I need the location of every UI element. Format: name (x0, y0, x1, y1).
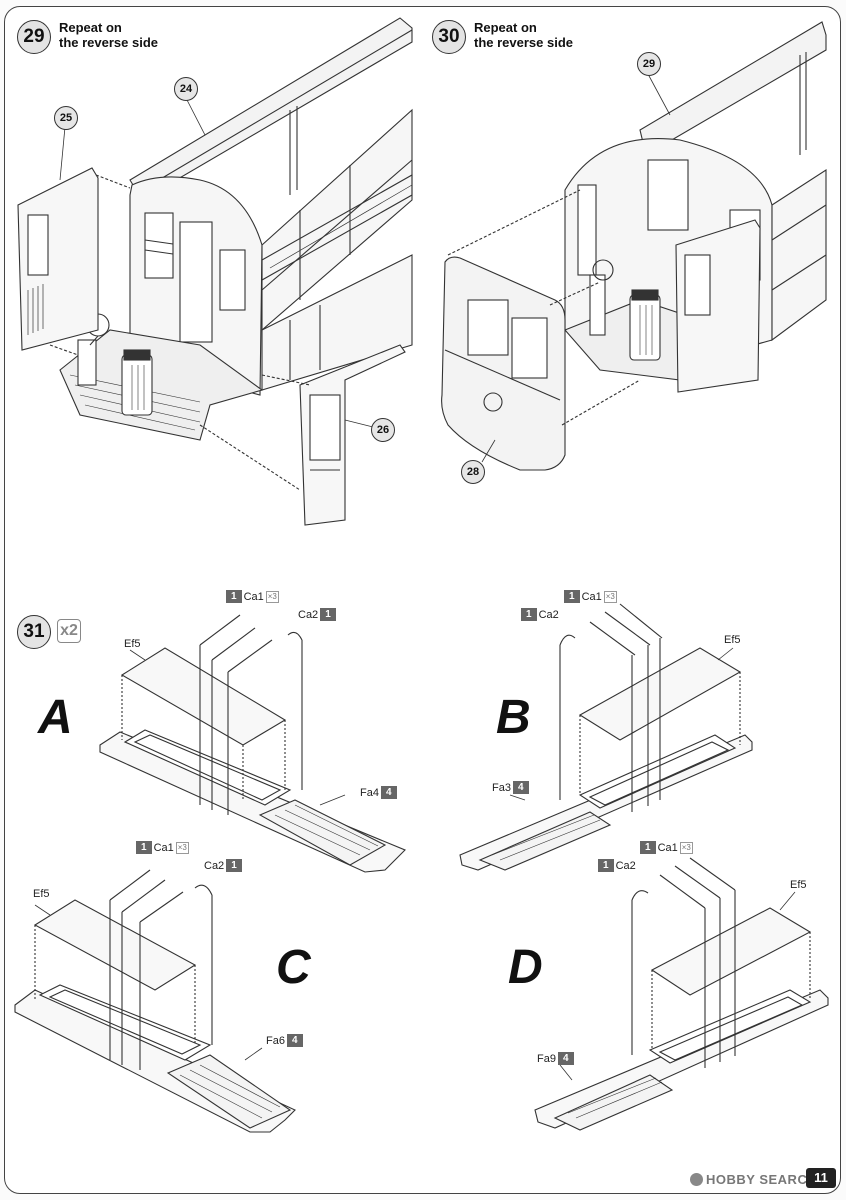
part-label: Ca1 (153, 841, 174, 854)
step-29-line1: Repeat on (59, 20, 122, 35)
step-31-multiplier: x2 (57, 619, 81, 643)
part-label: Fa3 (492, 781, 511, 794)
variant-d-drawing (534, 857, 829, 1131)
variant-d-ef-label: Ef5 (790, 879, 807, 891)
part-label: Fa4 (360, 786, 379, 799)
step29-drawing (17, 17, 413, 526)
part-label: Ca2 (538, 608, 559, 621)
sprue-badge: 4 (512, 781, 529, 794)
watermark: HOBBY SEARCH (690, 1172, 817, 1187)
sprue-badge: 1 (598, 859, 614, 872)
watermark-text: HOBBY SEARCH (706, 1172, 818, 1187)
quantity-badge: ×3 (265, 590, 279, 603)
sprue-badge: 1 (226, 859, 242, 872)
step30-drawing (441, 21, 827, 471)
step-29-instruction: Repeat on the reverse side (59, 20, 158, 50)
sprue-badge: 4 (557, 1052, 574, 1065)
part-label: Ca1 (243, 590, 264, 603)
part-26-callout: 26 (371, 418, 395, 442)
sprue-badge: 4 (380, 786, 397, 799)
sprue-badge: 1 (640, 841, 656, 854)
variant-c-drawing (14, 869, 296, 1133)
part-29-callout: 29 (637, 52, 661, 76)
part-label: Ca2 (615, 859, 636, 872)
part-label: Ca1 (581, 590, 602, 603)
sprue-badge: 1 (226, 590, 242, 603)
part-label: Ca2 (298, 608, 319, 621)
variant-b-letter: B (496, 691, 531, 744)
sprue-badge: 1 (521, 608, 537, 621)
sprue-badge: 1 (564, 590, 580, 603)
part-24-callout: 24 (174, 77, 198, 101)
step-30-number: 30 (432, 20, 466, 54)
part-25-callout: 25 (54, 106, 78, 130)
quantity-badge: ×3 (603, 590, 617, 603)
sprue-badge: 1 (320, 608, 336, 621)
variant-b-drawing (459, 603, 753, 871)
sprue-badge: 4 (286, 1034, 303, 1047)
variant-b-ef-label: Ef5 (724, 634, 741, 646)
step-29-number: 29 (17, 20, 51, 54)
step-30-line2: the reverse side (474, 35, 574, 50)
watermark-logo-icon (690, 1173, 703, 1186)
step-29-line2: the reverse side (59, 35, 159, 50)
page-number: 11 (806, 1168, 836, 1188)
step-30-line1: Repeat on (474, 20, 537, 35)
quantity-badge: ×3 (175, 841, 189, 854)
variant-c-letter: C (276, 941, 311, 994)
variant-d-letter: D (508, 941, 543, 994)
quantity-badge: ×3 (679, 841, 693, 854)
variant-a-drawing (99, 614, 406, 873)
step-30-instruction: Repeat on the reverse side (474, 20, 573, 50)
part-28-callout: 28 (461, 460, 485, 484)
part-label: Fa9 (537, 1052, 556, 1065)
variant-a-letter: A (38, 691, 73, 744)
part-label: Ca1 (657, 841, 678, 854)
variant-a-ef-label: Ef5 (124, 638, 141, 650)
sprue-badge: 1 (136, 841, 152, 854)
part-label: Ca2 (204, 859, 225, 872)
step-31-number: 31 (17, 615, 51, 649)
part-label: Fa6 (266, 1034, 285, 1047)
variant-c-ef-label: Ef5 (33, 888, 50, 900)
